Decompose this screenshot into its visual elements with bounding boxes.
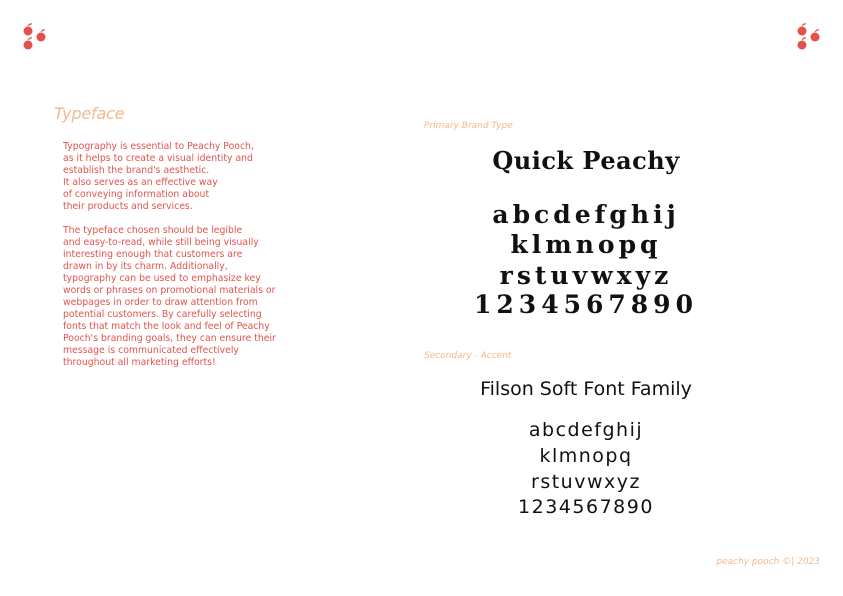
peach-logo-icon [21, 22, 49, 52]
primary-font-title: Quick Peachy [492, 146, 680, 175]
primary-specimen-line: klmnopq [510, 230, 662, 259]
footer-copyright: peachy pooch ©| 2023 [716, 557, 820, 567]
secondary-accent-label: Secondary - Accent [424, 351, 512, 361]
typeface-paragraph-1: Typography is essential to Peachy Pooch,… [63, 141, 254, 212]
secondary-specimen-numbers: 1234567890 [518, 496, 654, 518]
peach-logo-icon [793, 22, 821, 52]
secondary-specimen-line: abcdefghij [528, 419, 644, 441]
secondary-specimen-line: klmnopq [539, 445, 633, 467]
primary-brand-type-label: Primary Brand Type [424, 121, 513, 131]
primary-specimen-numbers: 1234567890 [474, 290, 698, 319]
primary-specimen-line: rstuvwxyz [499, 261, 673, 290]
secondary-specimen-line: rstuvwxyz [531, 471, 641, 493]
typeface-heading: Typeface [54, 104, 125, 123]
typeface-paragraph-2: The typeface chosen should be legible an… [63, 225, 276, 368]
primary-specimen-line: abcdefghij [492, 200, 680, 229]
secondary-font-title: Filson Soft Font Family [480, 378, 692, 400]
